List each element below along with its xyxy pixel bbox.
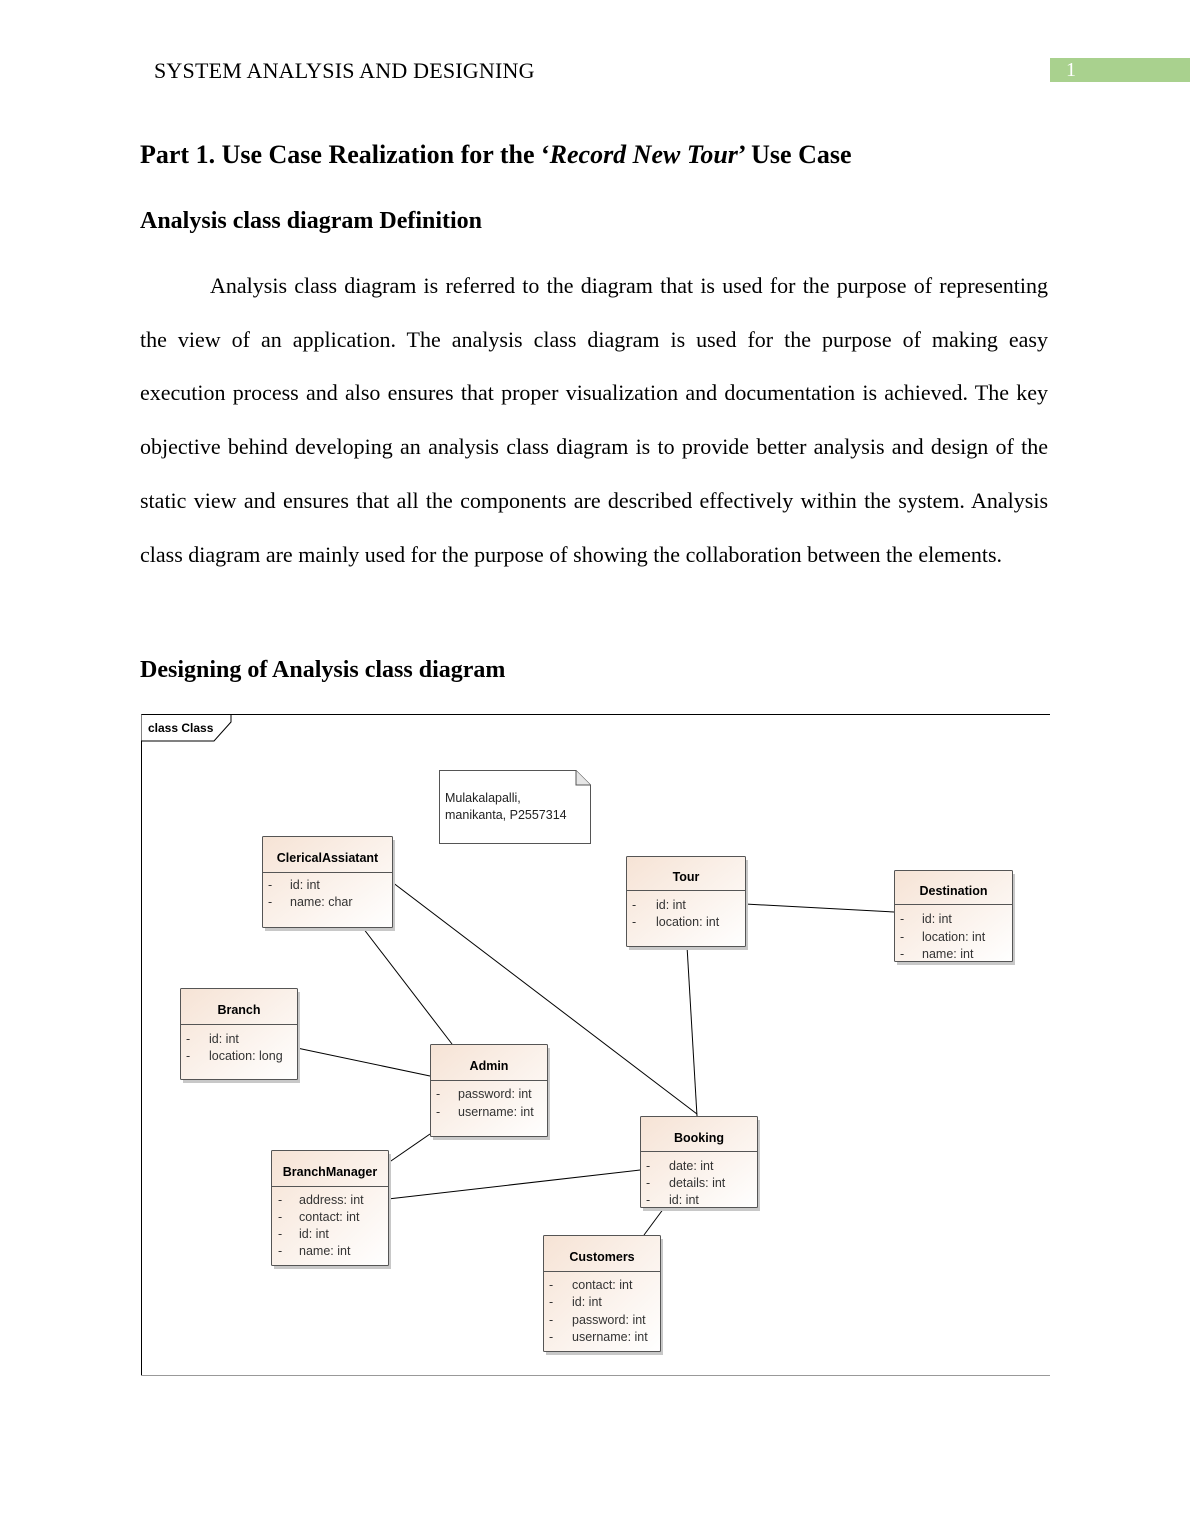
attr-username: username: int — [458, 1105, 534, 1119]
assoc-clerical-booking — [391, 881, 698, 1115]
section-heading-designing: Designing of Analysis class diagram — [140, 657, 506, 683]
assoc-clerical-admin — [362, 927, 453, 1045]
class-name: Destination — [919, 884, 987, 898]
class-admin: Admin - password: int - username: int — [430, 1044, 550, 1140]
attr-marker: - — [549, 1330, 553, 1344]
attr-marker: - — [268, 878, 272, 892]
assoc-branch-admin — [296, 1047, 431, 1077]
attr-username: username: int — [572, 1330, 648, 1344]
class-branch-manager: BranchManager - address: int - contact: … — [271, 1150, 391, 1269]
attr-location: location: int — [656, 915, 720, 929]
assoc-tour-booking — [686, 945, 698, 1117]
diagram-frame: class Class — [141, 714, 1050, 1376]
attr-name: name: int — [922, 947, 974, 961]
assoc-branchmanager-booking — [387, 1169, 641, 1200]
attr-marker: - — [549, 1278, 553, 1292]
class-name: BranchManager — [283, 1165, 378, 1179]
attr-location: location: int — [922, 930, 986, 944]
attr-id: id: int — [572, 1295, 602, 1309]
attr-marker: - — [186, 1032, 190, 1046]
frame-label: class Class — [148, 721, 214, 735]
attr-marker: - — [900, 930, 904, 944]
attr-marker: - — [632, 898, 636, 912]
attr-marker: - — [268, 895, 272, 909]
class-tour: Tour - id: int - location: int — [626, 856, 748, 950]
assoc-admin-branchmanager — [387, 1133, 431, 1164]
attr-id: id: int — [656, 898, 686, 912]
attr-marker: - — [436, 1087, 440, 1101]
class-destination: Destination - id: int - location: int - … — [894, 870, 1015, 965]
attr-marker: - — [549, 1295, 553, 1309]
attr-password: password: int — [572, 1313, 646, 1327]
attr-contact: contact: int — [572, 1278, 633, 1292]
class-name: Admin — [470, 1059, 509, 1073]
class-name: Tour — [673, 870, 700, 884]
attr-id: id: int — [922, 912, 952, 926]
attr-marker: - — [646, 1193, 650, 1207]
attr-contact: contact: int — [299, 1210, 360, 1224]
title-prefix: Part 1. Use Case Realization for the ‘ — [140, 140, 550, 169]
page-number: 1 — [1050, 58, 1190, 82]
attr-date: date: int — [669, 1159, 714, 1173]
class-branch: Branch - id: int - location: long — [180, 988, 300, 1083]
note-line-1: Mulakalapalli, — [445, 791, 521, 805]
attr-marker: - — [646, 1176, 650, 1190]
class-clerical-assistant: ClericalAssiatant - id: int - name: char — [262, 836, 395, 931]
class-customers: Customers - contact: int - id: int - pas… — [543, 1235, 663, 1355]
attr-name: name: char — [290, 895, 353, 909]
assoc-tour-destination — [744, 903, 895, 913]
attr-id: id: int — [299, 1227, 329, 1241]
class-diagram: class Class Mulakalapalli, manikanta, P2… — [141, 714, 1050, 1376]
attr-marker: - — [900, 912, 904, 926]
class-name: ClericalAssiatant — [277, 851, 379, 865]
attr-marker: - — [646, 1159, 650, 1173]
attr-marker: - — [632, 915, 636, 929]
class-name: Branch — [217, 1003, 260, 1017]
attr-marker: - — [900, 947, 904, 961]
attr-password: password: int — [458, 1087, 532, 1101]
attr-marker: - — [436, 1105, 440, 1119]
title-suffix: ’ Use Case — [737, 140, 852, 169]
associations — [296, 881, 895, 1236]
assoc-booking-customers — [643, 1207, 665, 1236]
attr-id: id: int — [669, 1193, 699, 1207]
class-name: Customers — [569, 1250, 634, 1264]
attr-name: name: int — [299, 1244, 351, 1258]
attr-id: id: int — [209, 1032, 239, 1046]
title-use-case: Record New Tour — [549, 140, 738, 169]
attr-address: address: int — [299, 1193, 364, 1207]
author-note: Mulakalapalli, manikanta, P2557314 — [439, 770, 591, 844]
attr-location: location: long — [209, 1049, 283, 1063]
attr-marker: - — [278, 1210, 282, 1224]
attr-marker: - — [186, 1049, 190, 1063]
attr-marker: - — [278, 1244, 282, 1258]
class-name: Booking — [674, 1131, 724, 1145]
attr-marker: - — [549, 1313, 553, 1327]
attr-details: details: int — [669, 1176, 726, 1190]
attr-marker: - — [278, 1227, 282, 1241]
class-booking: Booking - date: int - details: int - id:… — [640, 1116, 760, 1211]
attr-marker: - — [278, 1193, 282, 1207]
section-heading-definition: Analysis class diagram Definition — [140, 208, 483, 234]
definition-paragraph: Analysis class diagram is referred to th… — [140, 273, 1048, 567]
running-head: SYSTEM ANALYSIS AND DESIGNING — [154, 58, 535, 83]
note-line-2: manikanta, P2557314 — [445, 808, 567, 822]
page-title: Part 1. Use Case Realization for the ‘Re… — [140, 140, 852, 170]
attr-id: id: int — [290, 878, 320, 892]
